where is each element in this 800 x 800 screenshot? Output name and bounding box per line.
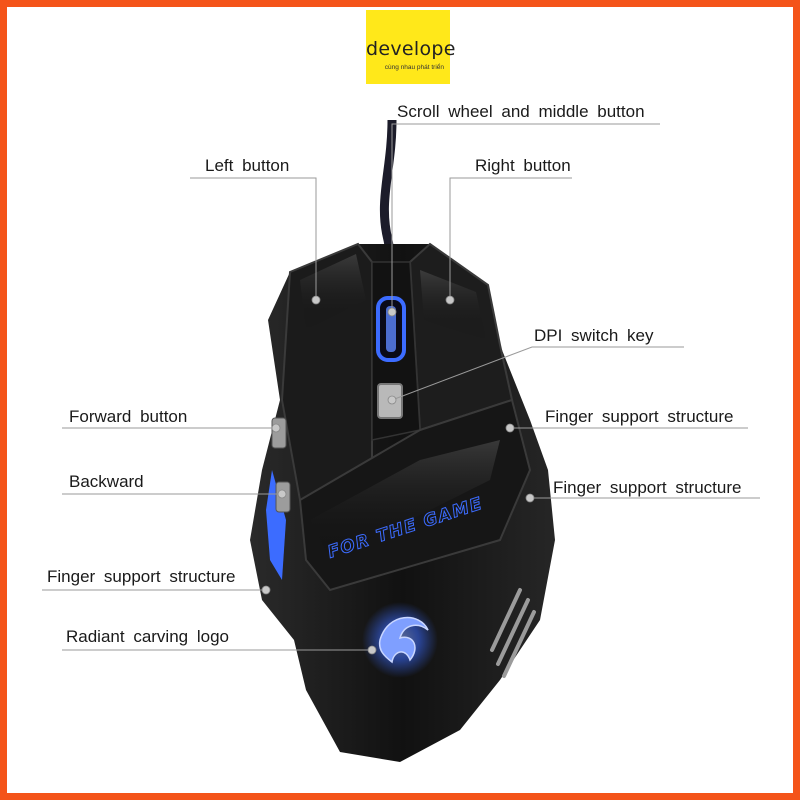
label-finger-support-right-2: Finger support structure bbox=[553, 478, 742, 497]
mouse-cable bbox=[379, 119, 397, 263]
label-finger-support-right-1: Finger support structure bbox=[545, 407, 734, 426]
leader-dots bbox=[261, 295, 535, 655]
leader-right bbox=[449, 177, 572, 300]
label-forward-button: Forward button bbox=[69, 407, 188, 426]
brand-logo: develope cùng nhau phát triển bbox=[366, 10, 456, 84]
label-radiant-logo: Radiant carving logo bbox=[66, 627, 229, 646]
brand-tagline: cùng nhau phát triển bbox=[384, 64, 444, 71]
label-left-button: Left button bbox=[205, 156, 290, 175]
label-backward: Backward bbox=[69, 472, 144, 491]
label-finger-support-left: Finger support structure bbox=[47, 567, 236, 586]
label-right-button: Right button bbox=[475, 156, 571, 175]
leader-dpi bbox=[391, 346, 684, 401]
side-led-left bbox=[266, 470, 286, 580]
forward-side-button bbox=[271, 417, 287, 449]
leader-scroll bbox=[391, 123, 660, 312]
radiant-carving-logo bbox=[378, 616, 429, 664]
leader-lines bbox=[42, 123, 760, 651]
label-scroll-wheel: Scroll wheel and middle button bbox=[397, 102, 645, 121]
leader-left bbox=[190, 177, 317, 300]
brand-name: develope bbox=[366, 38, 456, 60]
right-button-shell bbox=[408, 242, 514, 432]
label-dpi-switch: DPI switch key bbox=[534, 326, 654, 345]
right-side-vents bbox=[490, 588, 536, 678]
